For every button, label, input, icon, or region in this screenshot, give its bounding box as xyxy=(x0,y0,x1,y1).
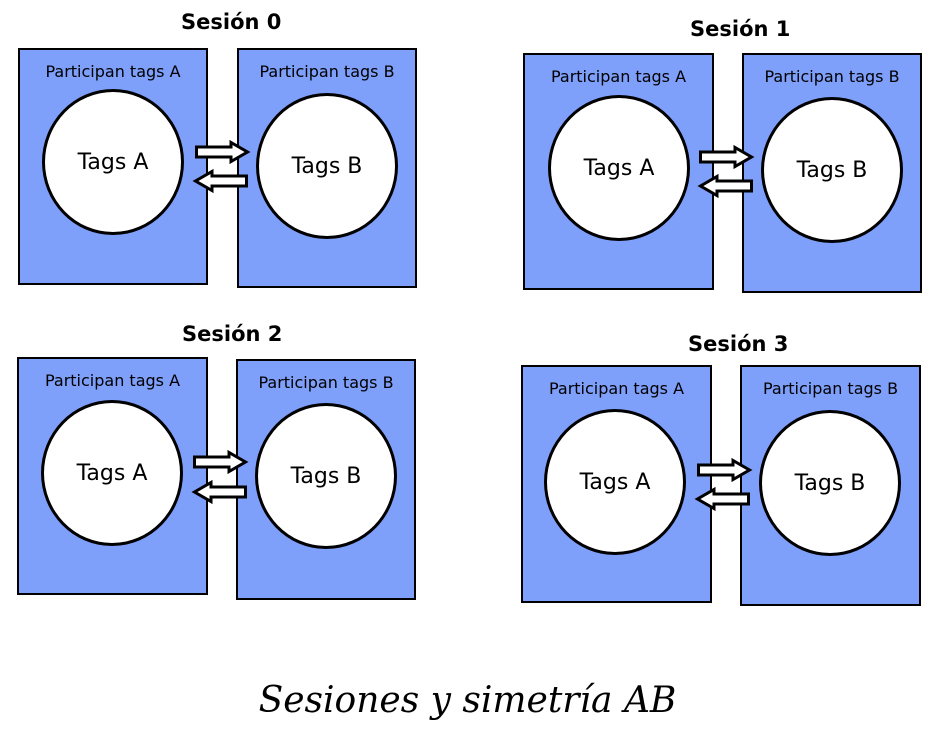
circle-label: Tags A xyxy=(77,149,149,175)
panel-label: Participan tags A xyxy=(44,371,181,390)
circle-label: Tags A xyxy=(76,460,148,486)
circle-tags-b: Tags B xyxy=(255,403,397,549)
circle-label: Tags B xyxy=(794,470,866,496)
panel-label: Participan tags A xyxy=(45,62,181,81)
circle-tags-a: Tags A xyxy=(548,95,690,241)
panel-label: Participan tags A xyxy=(550,67,687,86)
arrow-right-icon xyxy=(193,449,249,475)
arrow-left-icon xyxy=(697,173,753,199)
circle-tags-b: Tags B xyxy=(256,93,398,239)
circle-tags-a: Tags A xyxy=(41,400,183,546)
circle-label: Tags B xyxy=(290,463,362,489)
panel-label: Participan tags B xyxy=(258,373,394,392)
panel-label: Participan tags B xyxy=(764,67,900,86)
circle-tags-a: Tags A xyxy=(544,409,686,555)
circle-tags-b: Tags B xyxy=(761,97,903,243)
circle-label: Tags A xyxy=(579,469,651,495)
circle-label: Tags A xyxy=(583,155,655,181)
figure-caption: Sesiones y simetría AB xyxy=(258,680,677,721)
circle-tags-b: Tags B xyxy=(759,410,901,556)
arrow-left-icon xyxy=(191,479,247,505)
session-title: Sesión 1 xyxy=(690,17,791,41)
circle-tags-a: Tags A xyxy=(42,89,184,235)
session-title: Sesión 0 xyxy=(181,10,282,34)
panel-label: Participan tags B xyxy=(762,379,899,398)
circle-label: Tags B xyxy=(796,157,868,183)
session-title: Sesión 2 xyxy=(182,322,283,346)
panel-label: Participan tags B xyxy=(259,62,395,81)
arrow-left-icon xyxy=(694,486,750,512)
arrow-right-icon xyxy=(699,144,755,170)
arrow-right-icon xyxy=(697,457,753,483)
panel-label: Participan tags A xyxy=(548,379,685,398)
session-title: Sesión 3 xyxy=(688,332,789,356)
arrow-right-icon xyxy=(195,139,251,165)
arrow-left-icon xyxy=(192,168,248,194)
circle-label: Tags B xyxy=(291,153,363,179)
